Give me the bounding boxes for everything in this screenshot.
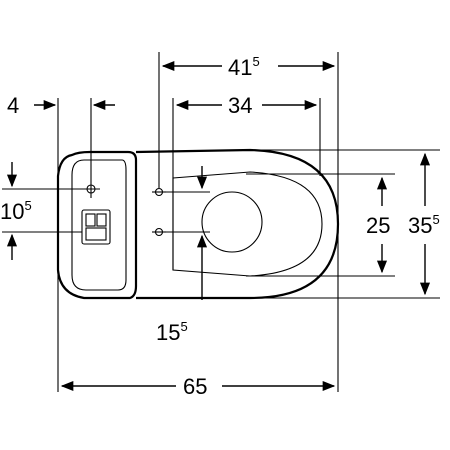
bowl-opening bbox=[201, 191, 263, 253]
tank-fixing-point-icon bbox=[82, 180, 100, 198]
dim-top-overall: 415 bbox=[228, 54, 260, 80]
bowl-rim bbox=[172, 171, 323, 277]
cistern-inner bbox=[71, 159, 127, 291]
dim-overall-length: 65 bbox=[183, 374, 207, 399]
dim-top-inner: 34 bbox=[228, 93, 252, 118]
dimension-labels: 415 34 4 105 25 355 155 65 bbox=[0, 54, 440, 399]
dim-left-offset: 4 bbox=[7, 93, 19, 118]
dim-right-inner: 25 bbox=[366, 213, 390, 238]
extension-lines bbox=[2, 52, 440, 392]
dim-right-outer: 355 bbox=[408, 212, 440, 238]
toilet-outline bbox=[56, 148, 340, 300]
dim-left-vertical: 105 bbox=[0, 198, 32, 224]
dimension-lines bbox=[6, 60, 431, 392]
flush-button-icon bbox=[81, 209, 111, 245]
dim-bottom-holes: 155 bbox=[156, 319, 188, 345]
